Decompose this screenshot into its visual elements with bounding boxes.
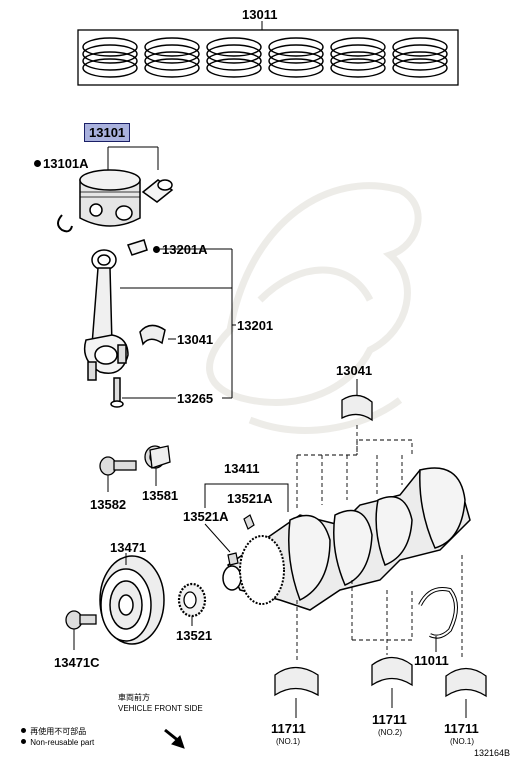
label-13041-rod[interactable]: 13041 (177, 332, 214, 347)
sublabel-no1-c: (NO.1) (450, 737, 474, 746)
label-13521A-lower[interactable]: 13521A (183, 509, 229, 524)
piston-ring-stack (330, 37, 386, 78)
piston (57, 146, 174, 233)
piston-ring (206, 58, 262, 78)
pulley-bolt (65, 610, 97, 650)
piston-ring (392, 44, 448, 64)
piston-ring (268, 37, 324, 57)
crank-timing-gear (239, 535, 285, 605)
label-13521A-upper[interactable]: 13521A (227, 491, 273, 506)
piston-ring (330, 37, 386, 57)
label-13265[interactable]: 13265 (177, 391, 214, 406)
label-13201[interactable]: 13201 (237, 318, 274, 333)
piston-ring (330, 58, 386, 78)
piston-ring (392, 58, 448, 78)
rod-group-bracket (120, 248, 236, 399)
piston-ring (206, 37, 262, 57)
piston-ring (268, 44, 324, 64)
label-13201A-text: 13201A (162, 242, 208, 257)
bolt-13581 (144, 445, 171, 486)
legend-en: Non-reusable part (30, 737, 95, 747)
piston-ring (206, 44, 262, 64)
piston-ring (144, 58, 200, 78)
piston-ring (392, 51, 448, 71)
label-11711-a[interactable]: 11711 (271, 721, 306, 736)
piston-ring (82, 51, 138, 71)
crank-pulley (99, 553, 165, 645)
piston-ring (268, 58, 324, 78)
non-reusable-dot-icon (153, 246, 160, 253)
key-bracket (204, 483, 289, 553)
main-bearings-11711 (274, 656, 487, 718)
legend-en-row: Non-reusable part (21, 738, 94, 749)
piston-ring-stack (268, 37, 324, 78)
legend-jp-row: 再使用不可部品 (21, 727, 94, 738)
piston-ring (392, 37, 448, 57)
piston-ring-stack (82, 37, 138, 78)
non-reusable-dot-icon (21, 728, 26, 733)
ring-stacks (82, 37, 448, 78)
bearing-guide-lines (296, 425, 463, 660)
piston-ring-stack (144, 37, 200, 78)
piston-ring (268, 51, 324, 71)
front-indicator-en: VEHICLE FRONT SIDE (118, 703, 203, 713)
label-11711-c[interactable]: 11711 (444, 721, 479, 736)
figure-id: 132164B (474, 748, 511, 758)
piston-ring-stack (206, 37, 262, 78)
front-arrow-icon (164, 728, 185, 749)
label-13581[interactable]: 13581 (142, 488, 179, 503)
label-13582[interactable]: 13582 (90, 497, 127, 512)
piston-ring-stack (392, 37, 448, 78)
connecting-rod (83, 239, 166, 408)
label-13411[interactable]: 13411 (224, 461, 260, 476)
front-indicator: 車両前方 VEHICLE FRONT SIDE (118, 693, 203, 715)
label-13101A[interactable]: 13101A (34, 157, 89, 170)
label-13101-highlighted[interactable]: 13101 (84, 123, 131, 142)
non-reusable-dot-icon (34, 160, 41, 167)
legend-jp: 再使用不可部品 (30, 727, 87, 736)
piston-ring (330, 44, 386, 64)
label-11711-b[interactable]: 11711 (372, 712, 407, 727)
piston-ring (82, 44, 138, 64)
non-reusable-dot-icon (21, 738, 26, 744)
label-13011[interactable]: 13011 (242, 7, 278, 22)
keys (227, 514, 255, 566)
label-13471C[interactable]: 13471C (54, 655, 100, 670)
sublabel-no2: (NO.2) (378, 728, 402, 737)
thrust-washer-11011 (418, 587, 458, 652)
front-indicator-jp: 車両前方 (118, 693, 150, 702)
label-11011[interactable]: 11011 (414, 653, 449, 668)
piston-ring (144, 44, 200, 64)
bolt-13582 (99, 456, 137, 492)
label-13201A[interactable]: 13201A (153, 243, 208, 256)
label-13521[interactable]: 13521 (176, 628, 213, 643)
label-13471[interactable]: 13471 (110, 540, 147, 555)
piston-ring (144, 51, 200, 71)
sublabel-no1-a: (NO.1) (276, 737, 300, 746)
piston-ring-set (77, 21, 459, 86)
legend: 再使用不可部品 Non-reusable part (21, 727, 94, 749)
crank-sprocket (177, 582, 207, 626)
piston-ring (206, 51, 262, 71)
watermark-logo (206, 182, 422, 434)
piston-ring (82, 37, 138, 57)
label-13041-main[interactable]: 13041 (336, 363, 373, 378)
piston-ring (144, 37, 200, 57)
piston-ring (330, 51, 386, 71)
piston-ring (82, 58, 138, 78)
label-13101A-text: 13101A (43, 156, 89, 171)
main-bearing-13041 (341, 379, 373, 422)
